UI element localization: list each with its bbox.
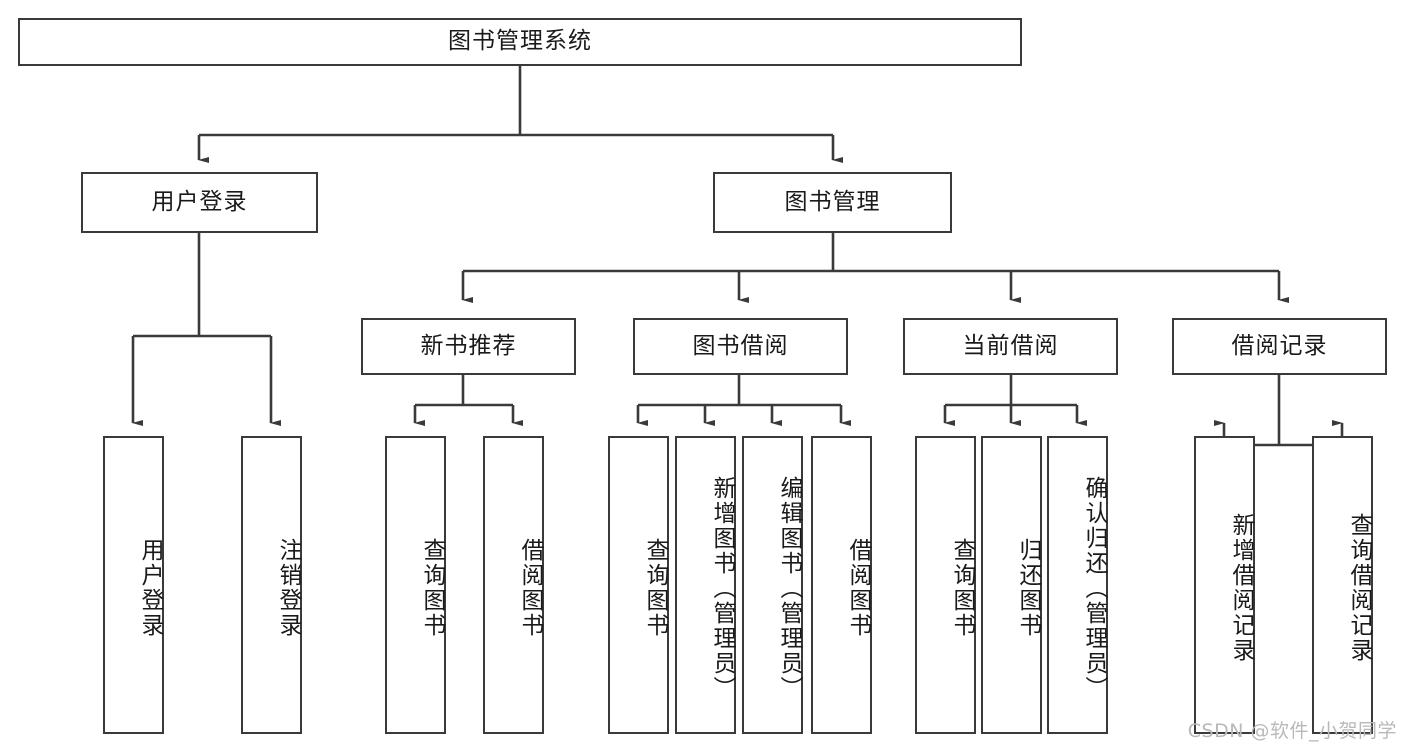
node-current-borrow[interactable]: 当前借阅 — [903, 318, 1118, 375]
leaf-query-borrow-record[interactable]: 查询借阅记录 — [1312, 436, 1373, 734]
node-label: 编辑图书（管理员） — [776, 475, 802, 701]
leaf-return-book[interactable]: 归还图书 — [981, 436, 1042, 734]
leaf-query-book-recommend[interactable]: 查询图书 — [385, 436, 446, 734]
node-label: 查询借阅记录 — [1346, 513, 1372, 663]
leaf-logout[interactable]: 注销登录 — [241, 436, 302, 734]
leaf-query-book-current[interactable]: 查询图书 — [915, 436, 976, 734]
node-label: 图书管理 — [784, 188, 881, 215]
node-label: 新增图书（管理员） — [709, 475, 735, 701]
node-label: 借阅图书 — [517, 538, 543, 638]
watermark-text: CSDN @软件_小贺同学 — [1187, 720, 1397, 742]
node-root-system[interactable]: 图书管理系统 — [18, 18, 1022, 66]
node-label: 借阅图书 — [845, 538, 871, 638]
node-borrow-record[interactable]: 借阅记录 — [1172, 318, 1387, 375]
node-user-login[interactable]: 用户登录 — [81, 172, 318, 233]
leaf-add-borrow-record[interactable]: 新增借阅记录 — [1194, 436, 1255, 734]
leaf-borrow-book-recommend[interactable]: 借阅图书 — [483, 436, 544, 734]
leaf-borrow-book[interactable]: 借阅图书 — [811, 436, 872, 734]
node-label: 查询图书 — [419, 538, 445, 638]
node-new-book-recommend[interactable]: 新书推荐 — [361, 318, 576, 375]
node-label: 查询图书 — [949, 538, 975, 638]
leaf-edit-book-admin[interactable]: 编辑图书（管理员） — [742, 436, 803, 734]
node-book-management[interactable]: 图书管理 — [713, 172, 952, 233]
node-label: 用户登录 — [137, 538, 163, 638]
node-label: 归还图书 — [1015, 538, 1041, 638]
node-label: 确认归还（管理员） — [1081, 475, 1107, 701]
node-label: 图书借阅 — [692, 332, 789, 359]
leaf-add-book-admin[interactable]: 新增图书（管理员） — [675, 436, 736, 734]
node-label: 注销登录 — [275, 538, 301, 638]
node-label: 当前借阅 — [962, 332, 1059, 359]
node-label: 用户登录 — [151, 188, 248, 215]
node-label: 借阅记录 — [1231, 332, 1328, 359]
leaf-confirm-return-admin[interactable]: 确认归还（管理员） — [1047, 436, 1108, 734]
node-label: 查询图书 — [642, 538, 668, 638]
leaf-user-login[interactable]: 用户登录 — [103, 436, 164, 734]
leaf-query-book[interactable]: 查询图书 — [608, 436, 669, 734]
node-book-borrow[interactable]: 图书借阅 — [633, 318, 848, 375]
node-label: 新书推荐 — [420, 332, 517, 359]
node-label: 新增借阅记录 — [1228, 513, 1254, 663]
node-label: 图书管理系统 — [448, 28, 592, 55]
